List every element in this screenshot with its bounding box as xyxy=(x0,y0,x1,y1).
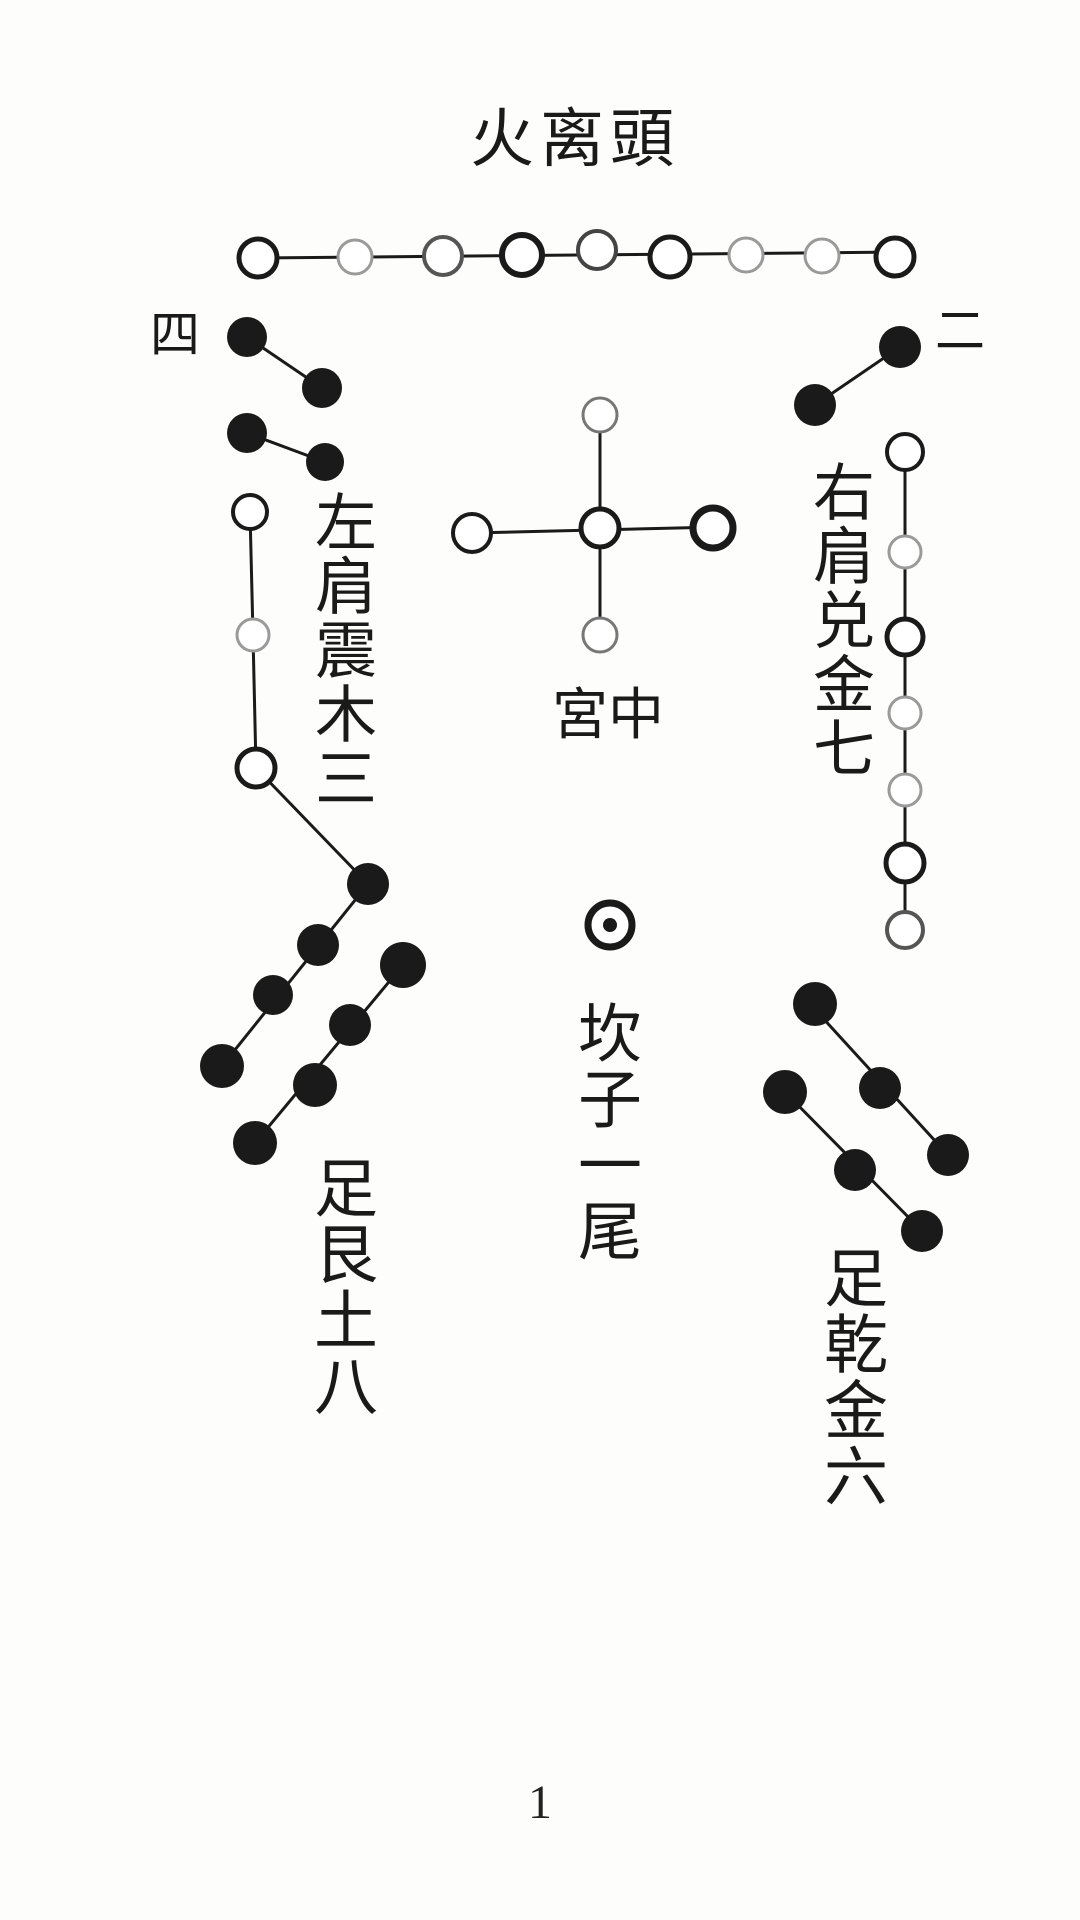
tail-dot xyxy=(584,899,636,951)
right-shoulder-yin-dots xyxy=(794,326,921,426)
corner-label-left: 四 xyxy=(150,306,200,364)
head-row xyxy=(236,229,917,280)
left-foot-label: 足艮土八 xyxy=(303,1155,377,1419)
center-label: 中宮 xyxy=(552,683,664,748)
corner-label-right: 二 xyxy=(935,302,985,360)
right-shoulder-yang-dots xyxy=(883,432,927,950)
left-shoulder-label: 左肩震木三 xyxy=(304,490,377,810)
center-cross xyxy=(451,396,737,654)
top-label: 火离頭 xyxy=(470,103,680,177)
left-foot-yin-dots xyxy=(200,863,426,1165)
right-foot-label: 足乾金六 xyxy=(813,1245,887,1509)
page-number: 1 xyxy=(528,1776,552,1829)
left-shoulder-yang-dots xyxy=(231,493,278,790)
right-foot-yin-dots xyxy=(763,982,969,1252)
right-shoulder-label: 右肩兑金七 xyxy=(802,460,875,780)
left-shoulder-yin-dots xyxy=(227,317,344,481)
bottom-center-label: 坎子一尾 xyxy=(567,1000,641,1264)
